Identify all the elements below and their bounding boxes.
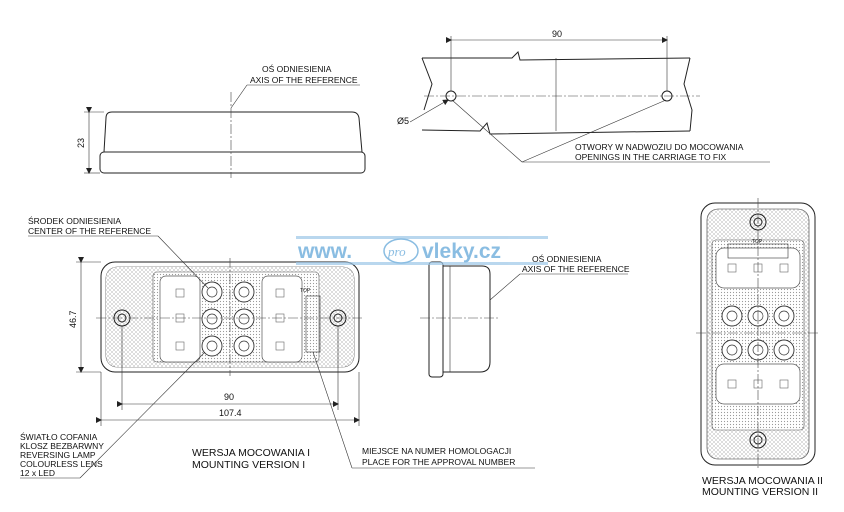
- led-square: [175, 288, 185, 298]
- led-ring: [721, 305, 743, 327]
- led-core: [238, 313, 250, 325]
- led-ring: [233, 335, 255, 357]
- axis-label-top-en: AXIS OF THE REFERENCE: [250, 75, 358, 85]
- led-ring: [201, 335, 223, 357]
- led-square: [727, 263, 737, 273]
- led-square: [275, 288, 285, 298]
- lamp-label-2: KLOSZ BEZBARWNY: [20, 441, 104, 451]
- axis-label-top-pl: OŚ ODNIESIENIA: [262, 63, 332, 74]
- led-ring: [773, 305, 795, 327]
- lamp-label-1: ŚWIATŁO COFANIA: [20, 431, 98, 442]
- caption-version-1-en: MOUNTING VERSION I: [192, 459, 305, 471]
- caption-version-1-pl: WERSJA MOCOWANIA I: [192, 447, 310, 459]
- led-round-group: [201, 281, 255, 357]
- dim-height-side: 23: [76, 138, 86, 148]
- watermark: www. pro vleky.cz: [296, 236, 548, 265]
- openings-label-en: OPENINGS IN THE CARRIAGE TO FIX: [575, 152, 726, 162]
- led-square: [779, 379, 789, 389]
- led-core: [206, 313, 218, 325]
- side-view: 23 OŚ ODNIESIENIA AXIS OF THE REFERENCE: [76, 63, 366, 178]
- dim-width-total: 107.4: [219, 408, 242, 418]
- front-view-version-2: TOP WERSJA MOCOWANIA II MOUNTING VERSION…: [696, 198, 823, 498]
- dim-width-holes-front: 90: [224, 392, 234, 402]
- led-ring: [201, 308, 223, 330]
- front-view-version-1: TOP 46.7 90 107.4 ŚRODEK ODNIESIENIA CEN…: [20, 215, 535, 479]
- led-core: [206, 340, 218, 352]
- led-ring: [233, 281, 255, 303]
- dim-height-front: 46.7: [68, 310, 78, 328]
- lamp-label-4: COLOURLESS LENS: [20, 459, 103, 469]
- led-ring: [773, 339, 795, 361]
- led-round-group-v2: [721, 305, 795, 361]
- led-core: [778, 344, 790, 356]
- led-core: [726, 310, 738, 322]
- side-profile: OŚ ODNIESIENIA AXIS OF THE REFERENCE: [420, 253, 630, 378]
- center-label-pl: ŚRODEK ODNIESIENIA: [28, 215, 121, 226]
- led-square: [275, 341, 285, 351]
- openings-label-pl: OTWORY W NADWOZIU DO MOCOWANIA: [575, 142, 744, 152]
- axis-label-mid-en: AXIS OF THE REFERENCE: [522, 264, 630, 274]
- led-square: [175, 341, 185, 351]
- watermark-domain: vleky.cz: [422, 240, 501, 263]
- led-core: [726, 344, 738, 356]
- led-core: [238, 286, 250, 298]
- led-square: [779, 263, 789, 273]
- approval-label-en: PLACE FOR THE APPROVAL NUMBER: [362, 457, 515, 467]
- lamp-label-3: REVERSING LAMP: [20, 450, 96, 460]
- led-ring: [233, 308, 255, 330]
- watermark-pro: pro: [387, 244, 406, 259]
- top-mark-v1: TOP: [300, 288, 311, 294]
- center-label-en: CENTER OF THE REFERENCE: [28, 226, 151, 236]
- led-core: [206, 286, 218, 298]
- dim-hole-diameter: Ø5: [397, 116, 409, 126]
- top-mark-v2: TOP: [752, 239, 763, 245]
- axis-label-mid-pl: OŚ ODNIESIENIA: [532, 253, 602, 264]
- hole-view: 90 Ø5 OTWORY W NADWOZIU DO MOCOWANIA OPE…: [397, 29, 770, 163]
- caption-version-2-en: MOUNTING VERSION II: [702, 486, 818, 498]
- approval-label-pl: MIEJSCE NA NUMER HOMOLOGACJI: [362, 446, 511, 456]
- dim-width-holes-top: 90: [552, 29, 562, 39]
- led-core: [778, 310, 790, 322]
- caption-version-2-pl: WERSJA MOCOWANIA II: [702, 475, 823, 487]
- led-ring: [721, 339, 743, 361]
- led-core: [238, 340, 250, 352]
- led-square: [727, 379, 737, 389]
- lamp-label-5: 12 x LED: [20, 468, 55, 478]
- watermark-www: www.: [297, 240, 352, 263]
